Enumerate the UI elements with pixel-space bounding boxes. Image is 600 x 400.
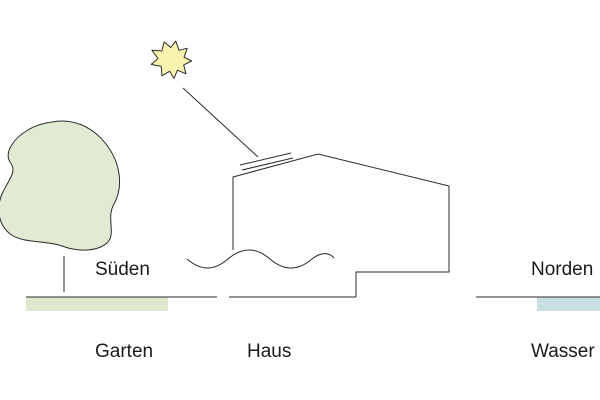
label-north: Norden: [531, 259, 594, 280]
garden-strip: [26, 297, 168, 311]
label-water: Wasser: [531, 341, 595, 362]
tree-crown: [0, 120, 120, 251]
house-outline: [232, 153, 450, 297]
label-south: Süden: [95, 259, 150, 280]
label-house: Haus: [247, 341, 292, 362]
water-strip: [537, 297, 600, 311]
solar-panel: [239, 152, 292, 166]
wavy-line: [186, 249, 335, 269]
sun-icon: [150, 40, 193, 79]
sun-ray: [182, 87, 259, 158]
solar-panel-edge: [241, 157, 294, 171]
label-garden: Garten: [95, 341, 154, 362]
